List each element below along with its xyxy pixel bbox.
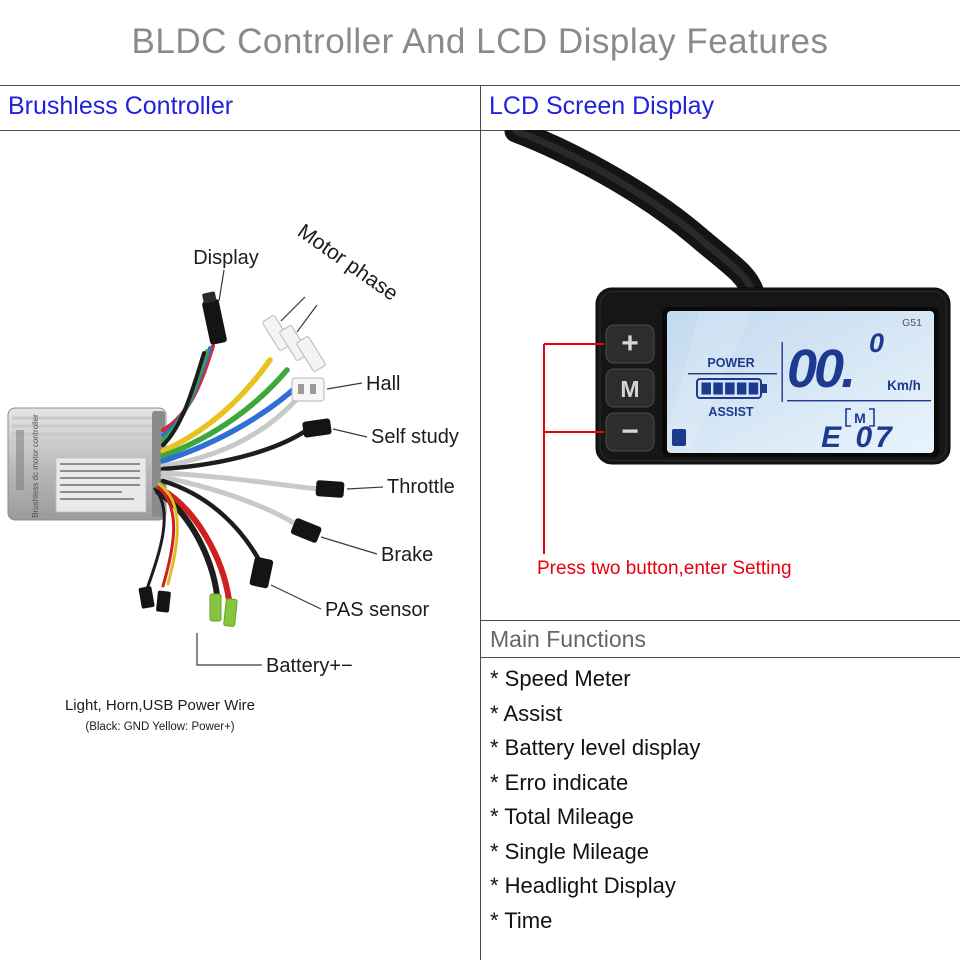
button-mode: M [605, 368, 655, 408]
screen-glare [667, 311, 752, 453]
label-brake: Brake [381, 544, 433, 566]
error-code: E 07 [821, 421, 895, 454]
power-wire-connectors [138, 586, 171, 613]
list-item: * Battery level display [490, 735, 701, 760]
main-functions-list: * Speed Meter * Assist * Battery level d… [490, 662, 950, 938]
list-item: * Speed Meter [490, 666, 631, 691]
controller-wires [145, 344, 323, 607]
label-throttle: Throttle [387, 476, 455, 498]
motor-phase-connectors [262, 315, 326, 372]
hall-connector [291, 377, 325, 402]
controller-body-text: Brushless dc motor controller [31, 414, 40, 518]
left-column-header: Brushless Controller [8, 92, 234, 120]
list-item: * Headlight Display [490, 873, 676, 898]
label-self-study: Self study [371, 426, 459, 448]
label-hall: Hall [366, 373, 400, 395]
label-power-wire-note: (Black: GND Yellow: Power+) [85, 721, 234, 733]
lcd-device: + M − G51 POWER [595, 287, 951, 465]
controller-body: Brushless dc motor controller [7, 407, 167, 521]
battery-connectors [209, 593, 238, 627]
label-display: Display [193, 247, 259, 269]
svg-text:+: + [621, 327, 639, 360]
svg-text:−: − [621, 415, 639, 448]
pas-connector [249, 556, 274, 589]
setting-note: Press two button,enter Setting [537, 558, 792, 579]
lcd-illustration: + M − G51 POWER [504, 130, 951, 554]
model-label: G51 [902, 317, 922, 329]
label-battery: Battery+− [266, 655, 353, 677]
divider-columns [480, 85, 481, 960]
svg-text:M: M [620, 376, 639, 402]
display-connector [202, 291, 227, 345]
brake-indicator-icon [672, 429, 686, 446]
assist-label: ASSIST [708, 405, 754, 419]
button-minus: − [605, 412, 655, 452]
list-item: * Total Mileage [490, 804, 634, 829]
self-study-connector [302, 418, 332, 438]
pointer-lines [196, 269, 384, 666]
throttle-connector [315, 480, 345, 498]
battery-icon [696, 378, 767, 399]
right-column-header: LCD Screen Display [489, 92, 715, 120]
list-item: * Time [490, 907, 553, 933]
page-title: BLDC Controller And LCD Display Features [131, 22, 829, 61]
main-functions-header: Main Functions [490, 626, 646, 652]
speed-unit: Km/h [887, 378, 921, 393]
lcd-screen [667, 311, 934, 453]
label-motor-phase: Motor phase [293, 220, 402, 306]
list-item: * Erro indicate [490, 769, 629, 795]
display-cable [504, 130, 765, 305]
svg-text:M: M [854, 410, 866, 426]
speed-value: 00. [787, 339, 853, 399]
brake-connector [290, 518, 322, 543]
button-plus: + [605, 324, 655, 364]
controller-illustration: Brushless dc motor controller [7, 220, 459, 733]
label-power-wire: Light, Horn,USB Power Wire [65, 697, 255, 714]
divider-main-functions-bottom [480, 657, 960, 658]
motor-icon: M [845, 408, 875, 427]
list-item: * Single Mileage [490, 838, 649, 864]
label-pas-sensor: PAS sensor [325, 599, 429, 621]
speed-decimal: 0 [869, 328, 884, 358]
power-label: POWER [707, 356, 754, 370]
list-item: * Assist [490, 700, 563, 726]
setting-callout-bracket [543, 343, 604, 554]
divider-main-functions-top [480, 620, 960, 621]
